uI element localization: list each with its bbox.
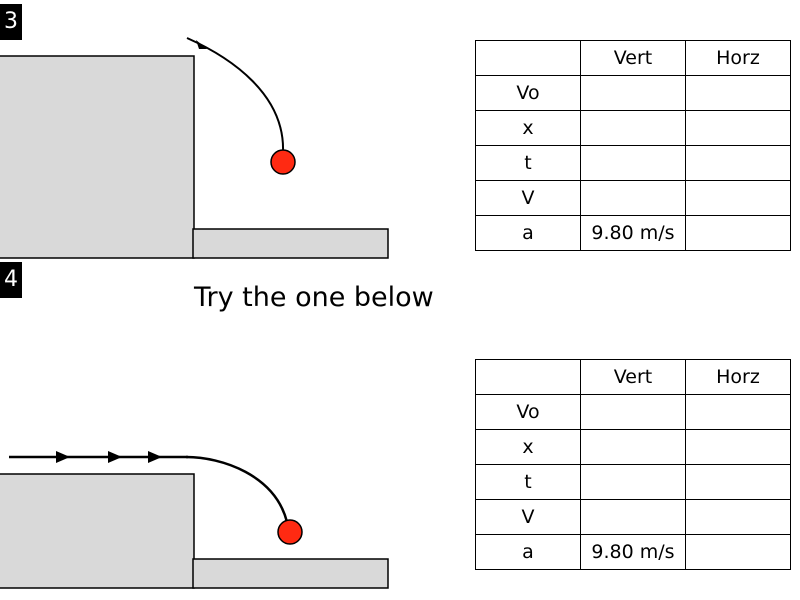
- row-label: V: [475, 499, 581, 535]
- row-label: t: [475, 145, 581, 181]
- answer-cell[interactable]: [685, 215, 791, 251]
- table-header-cell: Vert: [580, 40, 686, 76]
- table-header-cell: Vert: [580, 359, 686, 395]
- table-row: Vo: [475, 394, 791, 430]
- table-header-cell: Horz: [685, 40, 791, 76]
- answer-cell[interactable]: [685, 110, 791, 146]
- row-label: a: [475, 215, 581, 251]
- row-label: x: [475, 110, 581, 146]
- table-header-cell: [475, 40, 581, 76]
- scene-4: [0, 451, 389, 589]
- row-label: a: [475, 534, 581, 570]
- table-row: t: [475, 145, 791, 181]
- scene-3: [0, 37, 389, 259]
- answer-cell[interactable]: [580, 464, 686, 500]
- ground-ledge: [192, 228, 389, 259]
- trajectory-path: [185, 455, 289, 523]
- answer-cell[interactable]: [685, 464, 791, 500]
- answer-cell[interactable]: [685, 499, 791, 535]
- row-label: Vo: [475, 75, 581, 111]
- answer-cell[interactable]: [580, 429, 686, 465]
- table-header-row: Vert Horz: [475, 359, 791, 395]
- table-header-cell: [475, 359, 581, 395]
- row-label: t: [475, 464, 581, 500]
- row-label: x: [475, 429, 581, 465]
- answer-cell[interactable]: [685, 180, 791, 216]
- answer-cell[interactable]: [580, 180, 686, 216]
- answer-cell[interactable]: [685, 534, 791, 570]
- answer-cell[interactable]: [685, 429, 791, 465]
- answer-cell[interactable]: [580, 145, 686, 181]
- answer-cell[interactable]: [685, 75, 791, 111]
- row-label: Vo: [475, 394, 581, 430]
- answer-cell[interactable]: 9.80 m/s: [580, 215, 686, 251]
- arrow-marker: [148, 451, 162, 463]
- cliff-block: [0, 55, 195, 259]
- ground-ledge: [192, 558, 389, 589]
- answer-cell[interactable]: [580, 110, 686, 146]
- answer-cell[interactable]: [580, 499, 686, 535]
- problem-number-badge: 4: [0, 262, 22, 298]
- arrow-marker: [196, 40, 207, 49]
- arrow-marker: [108, 451, 122, 463]
- table-row: Vo: [475, 75, 791, 111]
- table-header-row: Vert Horz: [475, 40, 791, 76]
- table-row: V: [475, 499, 791, 535]
- row-label: V: [475, 180, 581, 216]
- answer-cell[interactable]: [685, 145, 791, 181]
- instruction-caption: Try the one below: [194, 282, 434, 313]
- table-row: a 9.80 m/s: [475, 534, 791, 570]
- table-row: t: [475, 464, 791, 500]
- kinematics-table: Vert Horz Vo x t V a 9.80 m/s: [475, 40, 791, 251]
- answer-cell[interactable]: [685, 394, 791, 430]
- problem-number-badge: 3: [0, 4, 22, 40]
- trajectory-path: [186, 37, 285, 153]
- arrow-marker: [56, 451, 70, 463]
- table-row: V: [475, 180, 791, 216]
- table-row: x: [475, 110, 791, 146]
- answer-cell[interactable]: [580, 394, 686, 430]
- answer-cell[interactable]: 9.80 m/s: [580, 534, 686, 570]
- table-row: x: [475, 429, 791, 465]
- kinematics-table: Vert Horz Vo x t V a 9.80 m/s: [475, 359, 791, 570]
- table-row: a 9.80 m/s: [475, 215, 791, 251]
- ball: [277, 519, 303, 545]
- answer-cell[interactable]: [580, 75, 686, 111]
- table-header-cell: Horz: [685, 359, 791, 395]
- ball: [270, 149, 296, 175]
- cliff-block: [0, 473, 195, 589]
